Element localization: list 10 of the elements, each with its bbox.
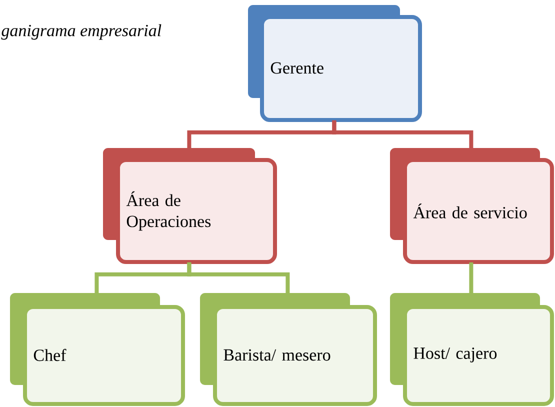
title: ganigrama empresarial — [1, 24, 162, 40]
org-box: Gerente — [248, 5, 422, 122]
org-box: Barista/ mesero — [200, 293, 377, 406]
org-box: Área de servicio — [390, 148, 554, 264]
org-box: Área de Operaciones — [103, 148, 277, 264]
org-box: Chef — [10, 293, 185, 406]
org-box: Host/ cajero — [390, 293, 554, 406]
connector — [469, 262, 474, 293]
connector — [187, 262, 290, 293]
connector — [332, 120, 474, 148]
